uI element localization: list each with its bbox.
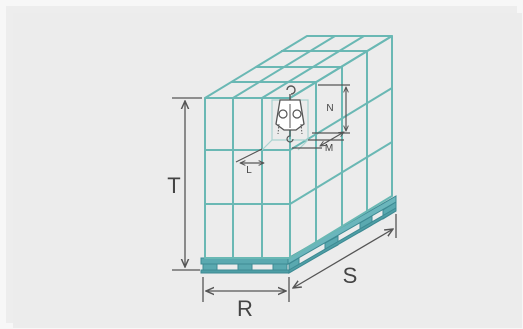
dimension-label-t: T: [167, 173, 180, 198]
dimension-label-m: M: [325, 143, 333, 154]
dimension-label-r: R: [237, 296, 253, 321]
diagram-panel: [13, 13, 522, 328]
main-dimensions: [172, 97, 397, 302]
dimension-label-n: N: [326, 103, 333, 114]
chain-hoist-icon: [261, 85, 309, 151]
dimension-label-s: S: [343, 263, 358, 288]
content-dimensions: [235, 84, 350, 163]
dimension-label-l: L: [246, 165, 252, 176]
